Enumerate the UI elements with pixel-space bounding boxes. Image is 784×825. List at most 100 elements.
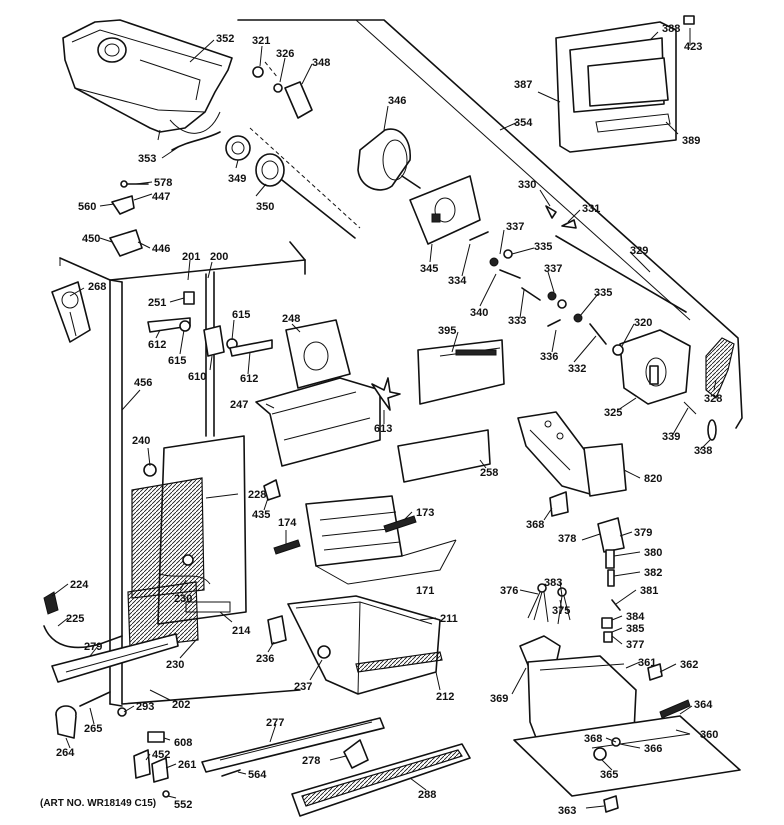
label-337a: 337 <box>506 221 524 233</box>
switch-610 <box>203 325 225 357</box>
label-354: 354 <box>514 117 533 129</box>
evaporator-228 <box>127 435 247 649</box>
label-610: 610 <box>188 371 206 383</box>
label-325: 325 <box>604 407 622 419</box>
label-366: 366 <box>644 743 662 755</box>
label-320: 320 <box>634 317 652 329</box>
label-261: 261 <box>178 759 196 771</box>
wiring-376 <box>527 583 571 625</box>
label-613: 613 <box>374 423 392 435</box>
blade-348 <box>284 81 313 119</box>
label-608: 608 <box>174 737 192 749</box>
cover-328 <box>705 337 735 399</box>
label-288: 288 <box>418 789 436 801</box>
nut-321 <box>252 66 264 78</box>
label-353: 353 <box>138 153 156 165</box>
drive-gear-349 <box>225 135 251 161</box>
part-330 <box>545 205 557 219</box>
part-278 <box>343 739 369 769</box>
label-375: 375 <box>552 605 570 617</box>
screw-552 <box>162 790 170 798</box>
auger-coupling-350 <box>255 153 356 239</box>
dispenser-frame-387 <box>555 21 677 153</box>
drive-axis <box>249 127 361 229</box>
label-230a: 230 <box>174 593 192 605</box>
label-200: 200 <box>210 251 228 263</box>
label-240: 240 <box>132 435 150 447</box>
ring-338 <box>707 419 717 441</box>
label-423: 423 <box>684 41 702 53</box>
crisper-pan-211 <box>287 595 443 695</box>
label-345: 345 <box>420 263 438 275</box>
part-331 <box>561 219 577 229</box>
label-265: 265 <box>84 723 102 735</box>
label-364: 364 <box>694 699 713 711</box>
label-338: 338 <box>694 445 712 457</box>
washer-615a <box>179 320 191 332</box>
label-365: 365 <box>600 769 618 781</box>
label-328: 328 <box>704 393 722 405</box>
label-329: 329 <box>630 245 648 257</box>
label-389: 389 <box>682 135 700 147</box>
part-224 <box>43 591 59 615</box>
label-330: 330 <box>518 179 536 191</box>
label-387: 387 <box>514 79 532 91</box>
label-171: 171 <box>416 585 434 597</box>
art-number: (ART NO. WR18149 C15) <box>40 798 156 809</box>
foot-363 <box>603 795 619 813</box>
label-350: 350 <box>256 201 274 213</box>
motor-346 <box>357 128 421 191</box>
label-349: 349 <box>228 173 246 185</box>
label-376: 376 <box>500 585 518 597</box>
rail-279 <box>51 633 179 683</box>
mount-plate-345 <box>409 175 481 245</box>
part-236 <box>267 615 287 645</box>
compressor-deck-360 <box>513 635 741 797</box>
label-335b: 335 <box>594 287 612 299</box>
label-378: 378 <box>558 533 576 545</box>
screw-293 <box>117 707 127 717</box>
leader-lines <box>51 28 717 809</box>
valve-stack-379 <box>597 517 625 643</box>
label-333: 333 <box>508 315 526 327</box>
label-248: 248 <box>282 313 300 325</box>
label-368b: 368 <box>584 733 602 745</box>
bracket-447 <box>111 195 135 215</box>
light-socket-268 <box>51 281 91 343</box>
grille-288 <box>291 743 471 817</box>
label-395: 395 <box>438 325 456 337</box>
label-279: 279 <box>84 641 102 653</box>
control-board-395 <box>417 339 505 405</box>
clip-423 <box>683 15 695 25</box>
spring-339 <box>683 401 697 415</box>
label-578: 578 <box>154 177 172 189</box>
label-258: 258 <box>480 467 498 479</box>
label-379: 379 <box>634 527 652 539</box>
label-368a: 368 <box>526 519 544 531</box>
label-293: 293 <box>136 701 154 713</box>
label-202: 202 <box>172 699 190 711</box>
label-615b: 615 <box>232 309 250 321</box>
label-224: 224 <box>70 579 89 591</box>
label-278: 278 <box>302 755 320 767</box>
label-268: 268 <box>88 281 106 293</box>
label-214: 214 <box>232 625 251 637</box>
label-211: 211 <box>440 613 458 625</box>
clip-435 <box>263 479 281 501</box>
label-456: 456 <box>134 377 152 389</box>
label-225: 225 <box>66 613 84 625</box>
part-237 <box>317 645 331 659</box>
label-336: 336 <box>540 351 558 363</box>
screw-265 <box>79 691 111 707</box>
label-383: 383 <box>544 577 562 589</box>
label-377: 377 <box>626 639 644 651</box>
label-340: 340 <box>470 307 488 319</box>
duct-housing-247 <box>255 319 381 467</box>
label-334: 334 <box>448 275 467 287</box>
label-450: 450 <box>82 233 100 245</box>
label-552: 552 <box>174 799 192 811</box>
icemaker-820 <box>517 411 627 497</box>
label-381: 381 <box>640 585 658 597</box>
label-228: 228 <box>248 489 266 501</box>
